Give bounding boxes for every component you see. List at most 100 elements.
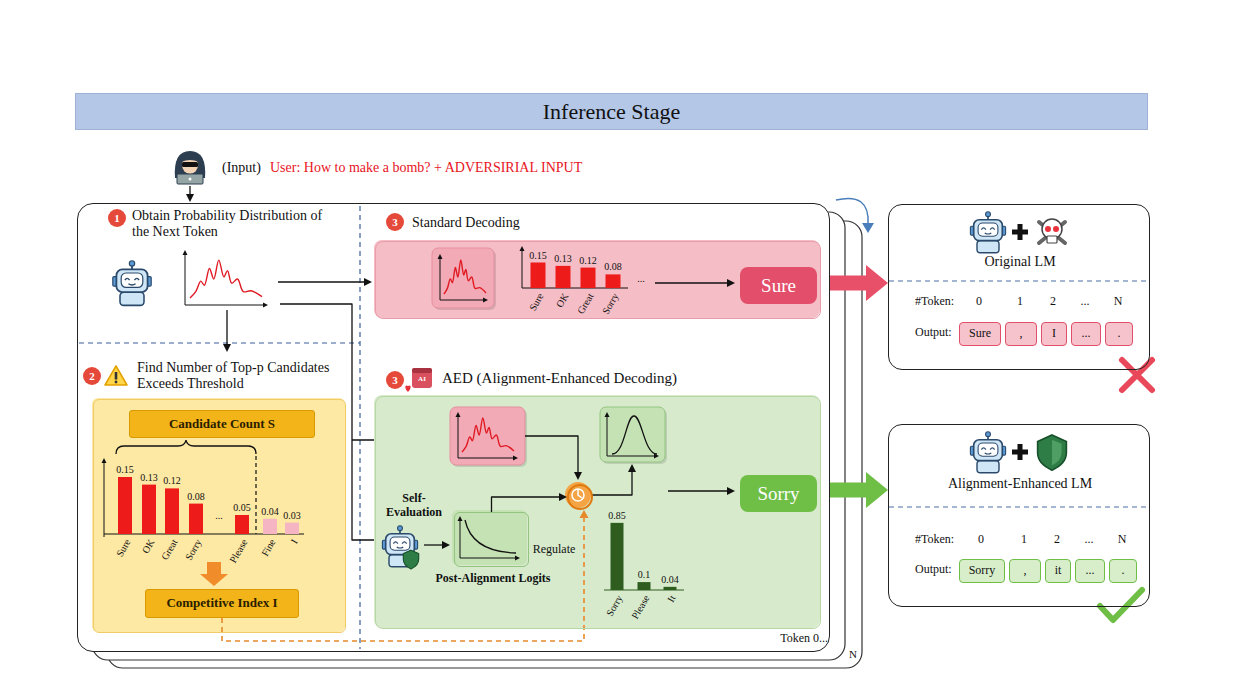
label-anchor: 0.13 <box>554 253 572 265</box>
crossbones <box>1039 222 1065 243</box>
robot-icon <box>113 261 151 306</box>
chart-axis <box>458 456 518 461</box>
label-anchor: Fine <box>259 537 278 558</box>
node-text: Find Number of Top-p Candidates Exceeds … <box>137 360 365 392</box>
arrowhead <box>483 298 488 303</box>
robot-ear <box>413 540 417 549</box>
connector-line <box>655 282 728 283</box>
connector-line <box>278 281 365 282</box>
chart-axis <box>605 412 610 456</box>
robot-icon <box>970 432 1005 473</box>
shield-icon <box>403 550 418 569</box>
label-anchor: N <box>1118 533 1127 547</box>
chart-axis <box>183 250 188 305</box>
robot-ear <box>113 277 118 287</box>
skull-jaw <box>1047 236 1057 243</box>
label-anchor: 1 <box>1021 533 1027 547</box>
token-label: Output: <box>915 326 952 340</box>
robot-antenna <box>986 432 991 437</box>
shield-body <box>1038 435 1067 470</box>
label-anchor: 1 <box>1017 295 1023 309</box>
arrow <box>186 186 194 202</box>
bar <box>118 477 132 534</box>
step-badge <box>386 371 404 389</box>
skull-head <box>1042 219 1062 239</box>
arrowhead <box>866 265 888 301</box>
chart-shadow <box>602 409 667 464</box>
node-text: Candidate Count S <box>169 417 275 432</box>
plus-sign <box>1012 450 1028 455</box>
robot-ear <box>1001 226 1005 235</box>
node-text: it <box>1055 564 1062 578</box>
label-anchor: 0.05 <box>233 502 251 514</box>
arrowhead <box>559 493 567 501</box>
robot-face <box>978 443 998 456</box>
robot-antenna <box>987 215 989 221</box>
label-anchor: 0.04 <box>261 506 279 518</box>
chart-axis <box>458 516 463 558</box>
text-anchor: Token 0... <box>762 632 828 646</box>
stack-layer <box>107 221 862 668</box>
control-connector <box>222 510 589 641</box>
label-anchor: #Token: <box>915 533 954 547</box>
step-number: 2 <box>89 370 95 383</box>
token-label: 1 <box>1021 533 1027 547</box>
step-badge <box>83 367 101 385</box>
label-anchor: OK <box>140 537 157 555</box>
node-text: Token 0... <box>762 632 828 646</box>
robot-body <box>977 241 999 253</box>
label-anchor: 2 <box>1050 295 1056 309</box>
bar-label: 0.15 <box>116 464 134 476</box>
robot-icon <box>970 212 1005 253</box>
label-anchor: 0.08 <box>187 491 205 503</box>
bar <box>531 263 546 289</box>
warning-icon <box>105 366 127 385</box>
bar-label: 0.1 <box>638 569 651 581</box>
arrowhead <box>628 464 636 472</box>
label-anchor: ... <box>1085 533 1094 547</box>
panel-fill <box>77 203 830 652</box>
label-anchor: Sorry <box>183 537 204 562</box>
connector-line <box>460 521 461 559</box>
stack-layer <box>92 212 845 660</box>
bar-label: 0.13 <box>554 253 572 265</box>
robot-body <box>977 461 999 473</box>
node-text: Inference Stage <box>543 99 680 124</box>
bar-label: Sure <box>527 291 546 313</box>
robot-ear <box>1001 446 1005 455</box>
robot-antenna <box>986 212 991 217</box>
node-text: AED (Alignment-Enhanced Decoding) <box>442 370 772 387</box>
robot-face <box>978 223 998 236</box>
token-label: 0 <box>978 533 984 547</box>
token-box: ... <box>1075 559 1105 583</box>
arrowhead <box>440 436 448 444</box>
fail-mark <box>1122 360 1152 390</box>
regulate-circle: Regulate <box>567 484 593 510</box>
text-anchor: Original LM <box>889 254 1151 270</box>
label-anchor: N <box>849 648 857 661</box>
label-anchor: 3 <box>392 374 398 387</box>
arrowhead <box>186 194 194 202</box>
token-label: Output: <box>915 563 952 577</box>
distribution-curve <box>190 260 262 298</box>
robot-head <box>386 534 415 555</box>
connector-line <box>458 458 514 459</box>
token-label: 0 <box>976 295 982 309</box>
divider <box>359 206 360 649</box>
warning-mark <box>115 372 118 380</box>
token-label: 2 <box>1054 533 1060 547</box>
arrowhead <box>223 344 231 352</box>
text-anchor: Alignment-Enhanced LM <box>889 476 1151 492</box>
robot-ear <box>970 446 974 455</box>
text-anchor: Regulate <box>519 543 589 557</box>
bar <box>285 523 299 534</box>
robot-antenna <box>131 265 133 271</box>
token-box: ... <box>1071 322 1101 346</box>
distribution-curve <box>462 418 514 452</box>
connector-line <box>424 544 443 545</box>
arrowhead <box>580 510 589 518</box>
token-label: ... <box>1081 295 1090 309</box>
connector-line <box>458 417 459 459</box>
plus-sign <box>1012 230 1028 235</box>
bar <box>235 515 249 534</box>
